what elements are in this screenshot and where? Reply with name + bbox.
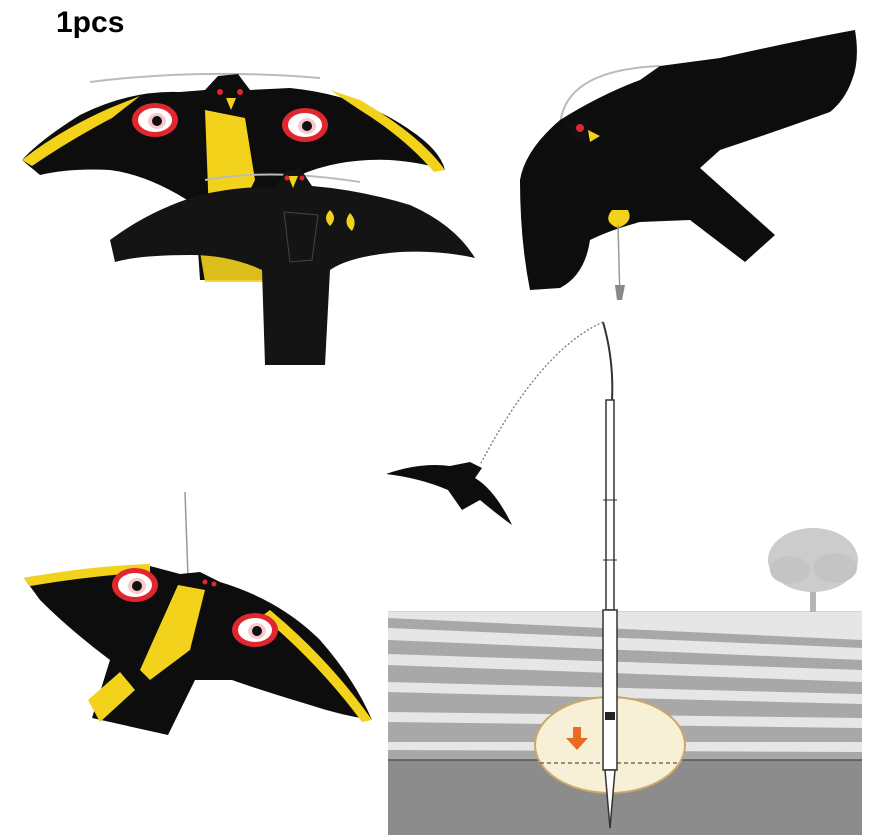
telescopic-pole-icon <box>602 321 618 829</box>
kite-back-view <box>110 168 475 365</box>
quantity-label: 1pcs <box>56 6 125 39</box>
kite-side-view <box>520 30 857 301</box>
installation-diagram <box>386 321 862 835</box>
bird-kite-icon <box>386 462 512 525</box>
kite-front-angled <box>24 491 372 735</box>
down-arrow-icon <box>566 727 588 750</box>
tree-icon <box>768 528 858 613</box>
